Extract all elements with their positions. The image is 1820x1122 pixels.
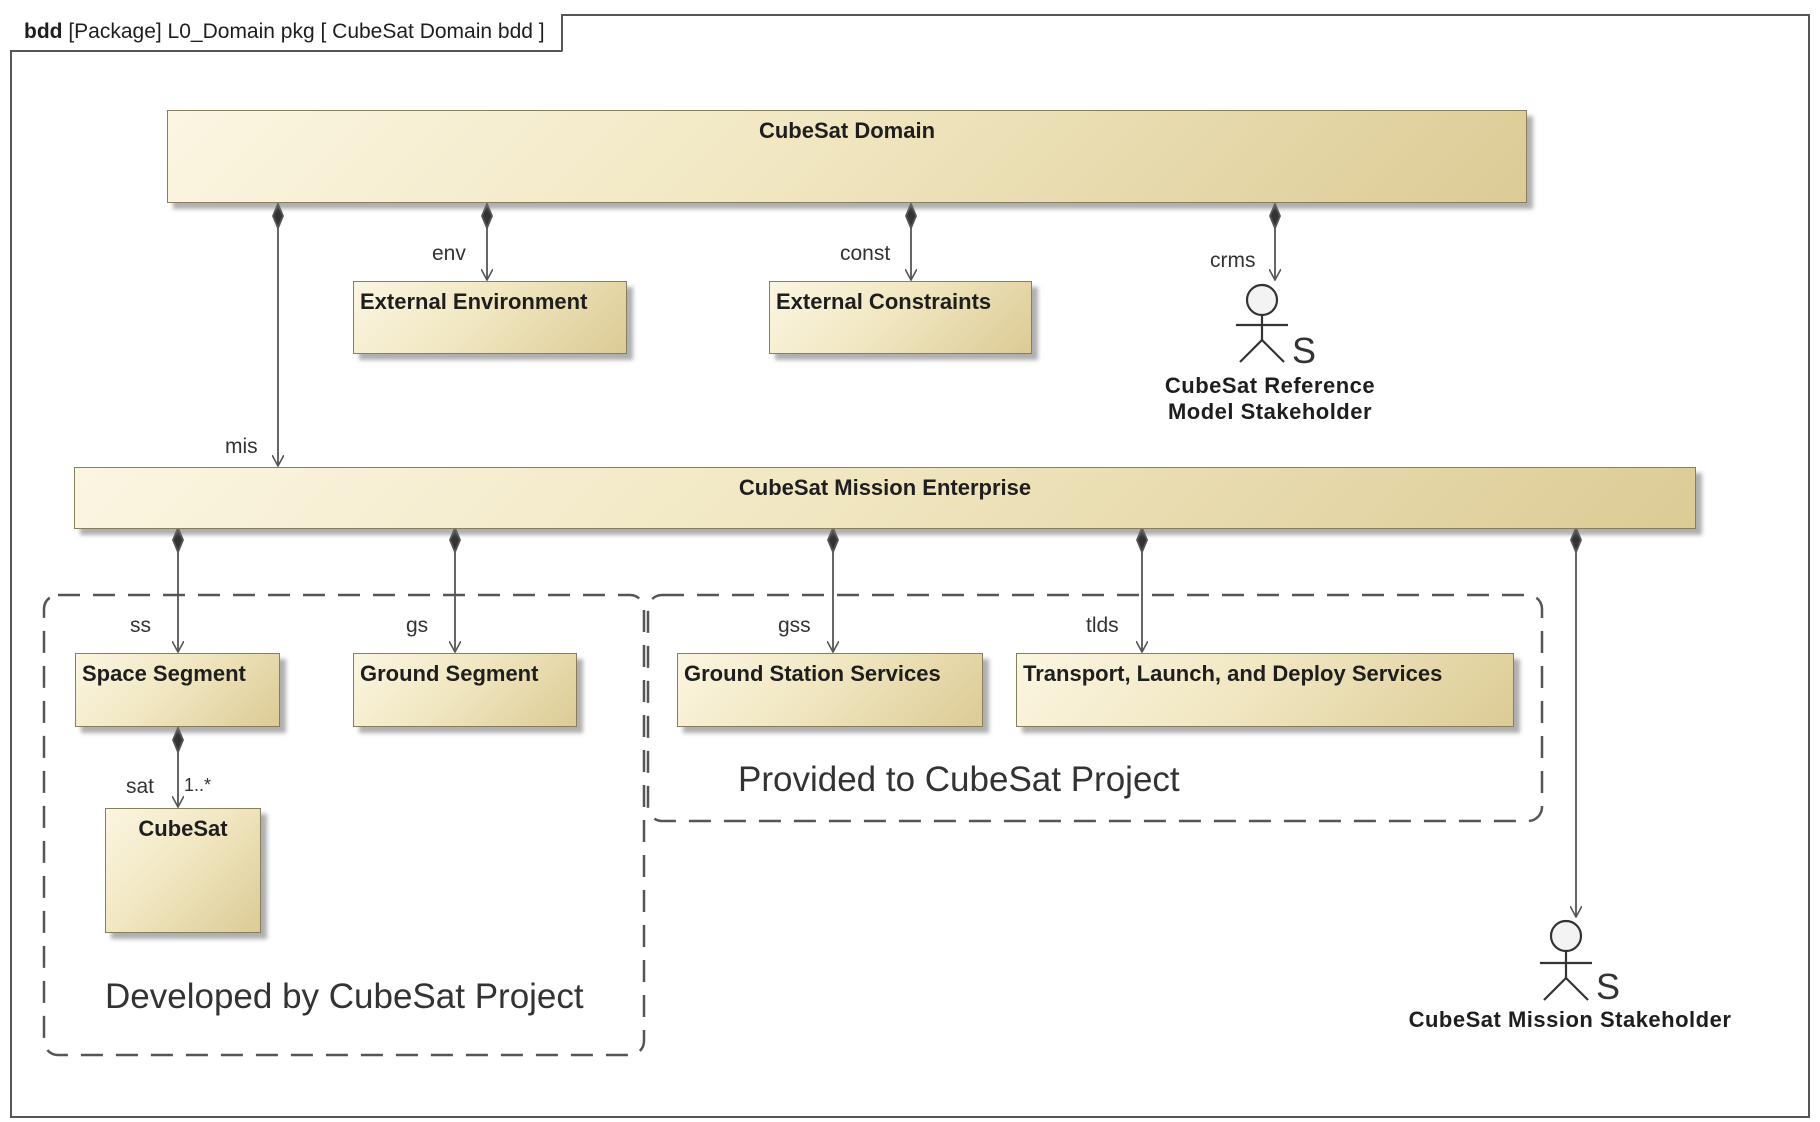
composition-env bbox=[482, 201, 492, 280]
composition-ss bbox=[173, 525, 183, 652]
role-ss: ss bbox=[130, 614, 151, 637]
role-gss: gss bbox=[778, 614, 811, 637]
composition-tlds bbox=[1137, 525, 1147, 652]
role-gs: gs bbox=[406, 614, 429, 637]
mission-stakeholder-actor-icon bbox=[1540, 919, 1592, 1001]
block-cubesat[interactable]: CubeSat bbox=[105, 808, 261, 933]
role-tlds: tlds bbox=[1086, 614, 1119, 637]
composition-gs bbox=[450, 525, 460, 652]
block-cubesat-domain[interactable]: CubeSat Domain bbox=[167, 110, 1527, 203]
diagram-frame-header: bdd [Package] L0_Domain pkg [ CubeSat Do… bbox=[10, 14, 563, 52]
block-space-segment[interactable]: Space Segment bbox=[75, 653, 280, 727]
role-mis: mis bbox=[225, 435, 258, 458]
region-developed-label: Developed by CubeSat Project bbox=[105, 977, 584, 1016]
reference-stakeholder-label: CubeSat Reference Model Stakeholder bbox=[1140, 373, 1400, 425]
composition-mis bbox=[273, 201, 283, 466]
mission-stakeholder-glyph: S bbox=[1596, 966, 1621, 1007]
reference-stakeholder-label-line2: Model Stakeholder bbox=[1167, 399, 1373, 424]
reference-stakeholder-actor-icon bbox=[1236, 283, 1288, 363]
multiplicity-sat: 1..* bbox=[184, 775, 212, 795]
region-developed-box bbox=[42, 593, 646, 1057]
diagram-frame bbox=[10, 14, 1810, 1118]
composition-gss bbox=[828, 525, 838, 652]
diagram-title: [Package] L0_Domain pkg [ CubeSat Domain… bbox=[68, 20, 545, 43]
role-sat: sat bbox=[126, 775, 155, 798]
composition-mission-stakeholder bbox=[1571, 525, 1581, 917]
composition-const bbox=[906, 201, 916, 280]
block-cubesat-mission-enterprise[interactable]: CubeSat Mission Enterprise bbox=[74, 467, 1696, 529]
composition-sat bbox=[173, 725, 183, 807]
block-ground-station-services[interactable]: Ground Station Services bbox=[677, 653, 983, 727]
region-provided-label: Provided to CubeSat Project bbox=[738, 760, 1180, 799]
block-transport-launch-deploy-services[interactable]: Transport, Launch, and Deploy Services bbox=[1016, 653, 1514, 727]
reference-stakeholder-label-line1: CubeSat Reference bbox=[1164, 373, 1376, 398]
composition-crms bbox=[1270, 201, 1280, 280]
region-provided-box bbox=[646, 593, 1544, 823]
mission-stakeholder-label: CubeSat Mission Stakeholder bbox=[1408, 1007, 1732, 1032]
reference-stakeholder-glyph: S bbox=[1292, 330, 1317, 371]
role-const: const bbox=[840, 242, 891, 265]
role-env: env bbox=[432, 242, 466, 265]
role-crms: crms bbox=[1210, 249, 1256, 272]
block-external-constraints[interactable]: External Constraints bbox=[769, 281, 1032, 354]
diagram-kind: bdd bbox=[24, 20, 63, 43]
block-external-environment[interactable]: External Environment bbox=[353, 281, 627, 354]
block-ground-segment[interactable]: Ground Segment bbox=[353, 653, 577, 727]
